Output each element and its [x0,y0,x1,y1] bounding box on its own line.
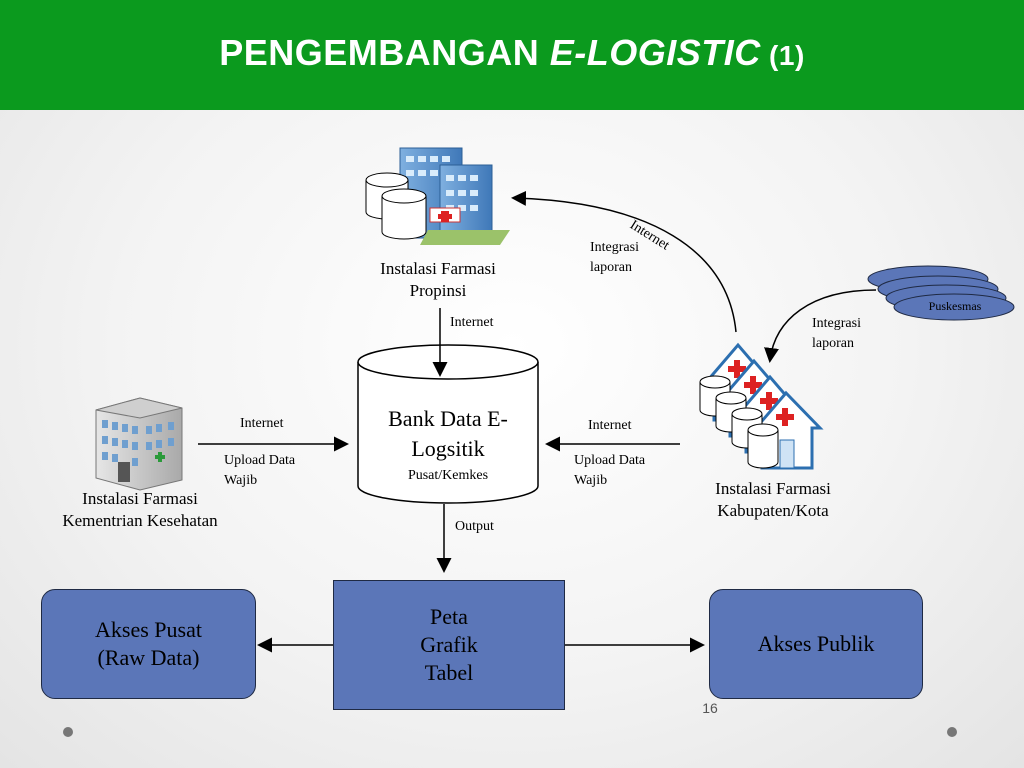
edge-label-internet-top: Internet [450,315,494,330]
kemkes-building-icon [95,397,183,491]
puskesmas-label: Puskesmas [928,299,982,313]
slide-title: PENGEMBANGAN E-LOGISTIC (1) [0,32,1024,74]
footer-dot-left [63,727,73,737]
kabupaten-database-icon [699,375,779,469]
edge-label-integrasi-top: Integrasi laporan [590,240,639,275]
title-bar [0,0,1024,110]
akses-pusat-box: Akses Pusat (Raw Data) [41,589,256,699]
page-number: 16 [702,700,718,716]
edge-label-upload-left: Upload Data Wajib [224,453,296,488]
peta-grafik-tabel-label: Peta Grafik Tabel [420,604,478,685]
title-prefix: PENGEMBANGAN [219,32,550,73]
arc-kabupaten-to-propinsi [511,190,737,333]
label-kemkes: Instalasi Farmasi Kementrian Kesehatan [62,489,218,530]
label-propinsi: Instalasi Farmasi Propinsi [380,259,496,300]
edge-label-upload-right: Upload Data Wajib [574,453,646,488]
title-italic: E-LOGISTIC [549,32,761,73]
akses-publik-label: Akses Publik [757,631,875,656]
propinsi-database-icon [365,172,427,240]
edge-label-internet-right: Internet [588,418,632,433]
edge-label-output: Output [455,519,494,534]
akses-publik-box: Akses Publik [709,589,923,699]
akses-pusat-label: Akses Pusat (Raw Data) [95,617,202,670]
bank-data-subtitle: Pusat/Kemkes [407,468,489,483]
edge-label-integrasi-right: Integrasi laporan [812,316,861,351]
peta-grafik-tabel-box: Peta Grafik Tabel [333,580,565,710]
bank-data-title: Bank Data E- Logsitik [388,406,508,461]
label-kabupaten: Instalasi Farmasi Kabupaten/Kota [715,479,831,520]
footer-dot-right [947,727,957,737]
edge-label-internet-left: Internet [240,416,284,431]
title-suffix: (1) [760,40,805,71]
arc-puskesmas-to-kabupaten [764,289,877,363]
bank-data-cylinder [357,344,539,504]
puskesmas-stack [867,265,1015,321]
